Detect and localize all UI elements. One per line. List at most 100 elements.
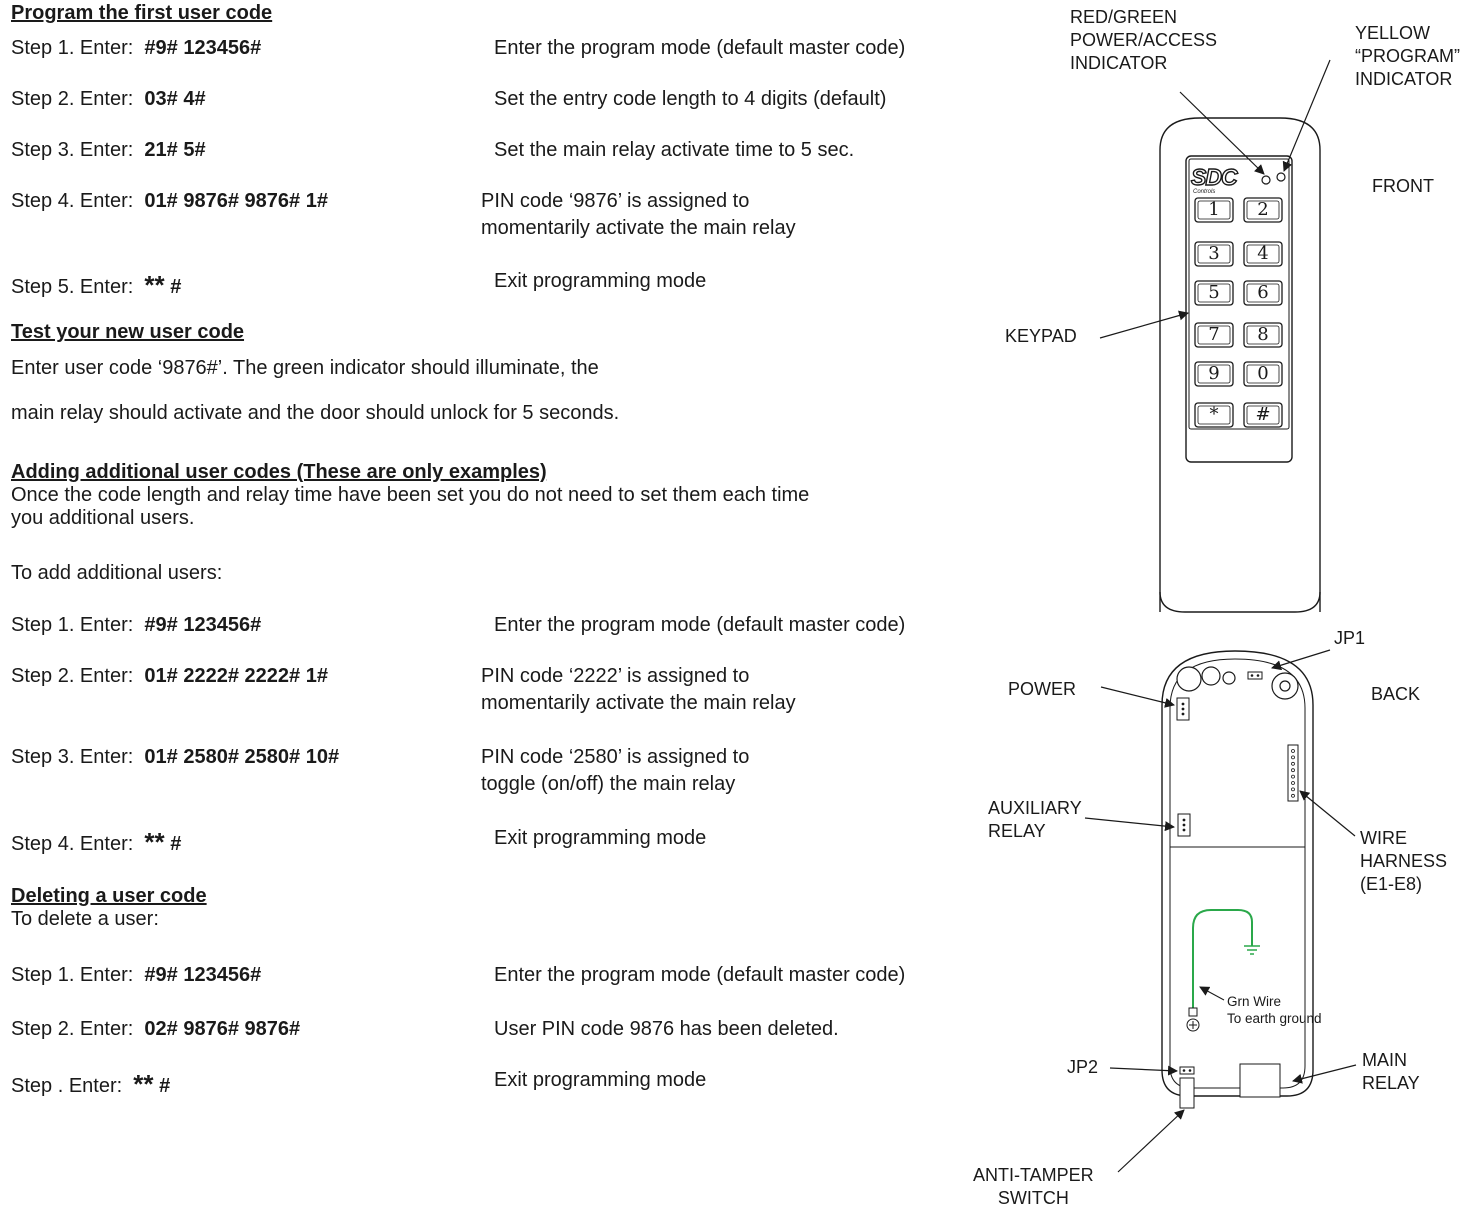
- label-anti-tamper-switch: ANTI-TAMPER SWITCH: [973, 1165, 1094, 1208]
- key-label: 3: [1208, 243, 1220, 264]
- key-5-bezel: [1197, 283, 1231, 303]
- key-4-button: [1243, 241, 1283, 267]
- key-11-bezel: [1197, 405, 1231, 425]
- adding-step-2: Step 2. Enter: 01# 2222# 2222# 1#: [11, 665, 328, 687]
- key-6-bezel: [1246, 283, 1280, 303]
- label-jp1: JP1: [1334, 628, 1366, 648]
- harness-pin: [1291, 749, 1295, 753]
- front-view: [1159, 117, 1321, 613]
- key-2-bezel: [1246, 200, 1280, 220]
- first-step-3-desc: Set the main relay activate time to 5 se…: [494, 139, 855, 161]
- yellow-indicator: [1276, 172, 1286, 182]
- label-jp2: JP2: [1067, 1057, 1099, 1077]
- adding-step-4-desc: Exit programming mode: [494, 827, 707, 849]
- section-title-deleting: Deleting a user code: [11, 885, 207, 907]
- jp1-jumper: [1247, 671, 1263, 680]
- deleting-step-1-desc: Enter the program mode (default master c…: [494, 964, 906, 986]
- key-label: 8: [1257, 324, 1269, 345]
- label-red-green-indicator: RED/GREEN POWER/ACCESS INDICATOR: [1070, 7, 1218, 73]
- adding-lead: To add additional users:: [11, 562, 223, 584]
- key-label: 4: [1257, 243, 1269, 264]
- key-7-button: [1194, 322, 1234, 348]
- wire-harness-connector: [1287, 744, 1299, 802]
- section-title-first-code: Program the first user code: [11, 2, 273, 24]
- label-keypad: KEYPAD: [1005, 326, 1077, 346]
- deleting-step-3-desc: Exit programming mode: [494, 1069, 707, 1091]
- label-grn-wire: Grn Wire To earth ground: [1227, 994, 1322, 1026]
- adding-step-2-desc-2: momentarily activate the main relay: [481, 692, 796, 714]
- adding-step-1: Step 1. Enter: #9# 123456#: [11, 614, 262, 636]
- harness-pin: [1291, 781, 1295, 785]
- sdc-logo: SDC Controls: [1190, 164, 1238, 195]
- label-wire-harness: WIRE HARNESS (E1-E8): [1360, 828, 1448, 894]
- first-step-2-desc: Set the entry code length to 4 digits (d…: [494, 88, 887, 110]
- key-4-bezel: [1246, 244, 1280, 264]
- harness-pin: [1291, 755, 1295, 760]
- adding-step-1-desc: Enter the program mode (default master c…: [494, 614, 906, 636]
- main-relay-box: [1239, 1063, 1281, 1098]
- deleting-step-2-desc: User PIN code 9876 has been deleted.: [494, 1018, 839, 1040]
- key-1-button: [1194, 197, 1234, 223]
- key-label: 6: [1257, 282, 1269, 303]
- first-step-1: Step 1. Enter: #9# 123456#: [11, 37, 262, 59]
- deleting-step-3: Step . Enter: ** #: [11, 1069, 171, 1099]
- key-5-button: [1194, 280, 1234, 306]
- harness-pin: [1291, 793, 1295, 798]
- harness-pin: [1291, 787, 1295, 792]
- key-9-bezel: [1197, 364, 1231, 384]
- key-2-button: [1243, 197, 1283, 223]
- key-10-bezel: [1246, 364, 1280, 384]
- key-12-bezel: [1246, 405, 1280, 425]
- key-8-bezel: [1246, 325, 1280, 345]
- label-front: FRONT: [1372, 176, 1434, 196]
- adding-step-3: Step 3. Enter: 01# 2580# 2580# 10#: [11, 746, 340, 768]
- adding-step-3-desc: PIN code ‘2580’ is assigned to: [481, 746, 750, 768]
- test-line-2: main relay should activate and the door …: [11, 402, 620, 424]
- first-step-1-desc: Enter the program mode (default master c…: [494, 37, 906, 59]
- harness-pin: [1291, 761, 1295, 766]
- key-6-button: [1243, 280, 1283, 306]
- first-step-5: Step 5. Enter: ** #: [11, 270, 182, 300]
- jp2-jumper: [1179, 1066, 1195, 1075]
- first-step-4-desc-2: momentarily activate the main relay: [481, 217, 796, 239]
- ground-wire: [1192, 909, 1253, 1008]
- key-3-bezel: [1197, 244, 1231, 264]
- key-8-button: [1243, 322, 1283, 348]
- first-step-4: Step 4. Enter: 01# 9876# 9876# 1#: [11, 190, 328, 212]
- adding-intro-2: you additional users.: [11, 507, 195, 529]
- harness-pin: [1291, 774, 1295, 779]
- key-3-button: [1194, 241, 1234, 267]
- label-main-relay: MAIN RELAY: [1362, 1050, 1420, 1093]
- first-step-5-desc: Exit programming mode: [494, 270, 707, 292]
- adding-step-4: Step 4. Enter: ** #: [11, 827, 182, 857]
- key-1-bezel: [1197, 200, 1231, 220]
- first-step-4-desc: PIN code ‘9876’ is assigned to: [481, 190, 750, 212]
- deleting-step-1: Step 1. Enter: #9# 123456#: [11, 964, 262, 986]
- key-label: *: [1209, 404, 1219, 425]
- section-title-adding: Adding additional user codes (These are …: [11, 461, 547, 483]
- label-power: POWER: [1008, 679, 1077, 699]
- label-back: BACK: [1371, 684, 1421, 704]
- key-label: 5: [1208, 282, 1220, 303]
- label-auxiliary-relay: AUXILIARY RELAY: [988, 798, 1082, 841]
- key-label: 9: [1208, 363, 1220, 384]
- first-step-3: Step 3. Enter: 21# 5#: [11, 139, 206, 161]
- deleting-step-2: Step 2. Enter: 02# 9876# 9876#: [11, 1018, 301, 1040]
- adding-step-3-desc-2: toggle (on/off) the main relay: [481, 773, 736, 795]
- deleting-lead: To delete a user:: [11, 908, 159, 930]
- first-step-2: Step 2. Enter: 03# 4#: [11, 88, 206, 110]
- test-line-1: Enter user code ‘9876#’. The green indic…: [11, 357, 599, 379]
- keypad-inner-panel: [1188, 158, 1290, 430]
- adding-step-2-desc: PIN code ‘2222’ is assigned to: [481, 665, 750, 687]
- key-12-button: [1243, 402, 1283, 428]
- key-label: 7: [1208, 324, 1220, 345]
- key-10-button: [1243, 361, 1283, 387]
- key-label: 2: [1257, 199, 1269, 220]
- label-yellow-indicator: YELLOW “PROGRAM” INDICATOR: [1355, 23, 1460, 89]
- back-view: [1161, 650, 1314, 1109]
- key-7-bezel: [1197, 325, 1231, 345]
- front-bottom-cap: [1159, 591, 1321, 613]
- section-title-test: Test your new user code: [11, 321, 245, 343]
- key-label: 0: [1257, 363, 1269, 384]
